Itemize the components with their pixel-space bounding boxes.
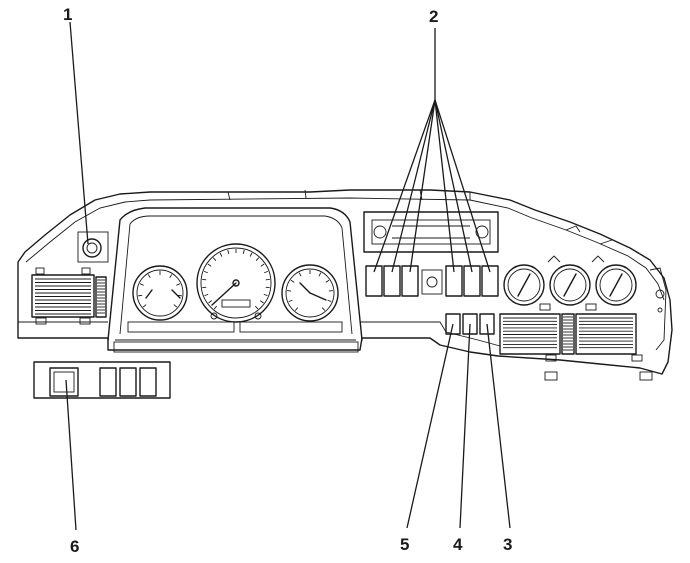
callout-3: 3 [503,535,512,554]
gauge-tick [176,284,180,286]
gauge-tick [264,271,268,272]
radio-panel [364,212,498,252]
gauge-tick [261,264,264,266]
gauge-tick [255,306,258,309]
leader-6 [66,380,76,530]
gauge-tick [214,306,217,309]
leader-1 [70,22,88,244]
gauge-tick [291,280,294,282]
gauge-tick [228,250,229,254]
leader-2a [374,100,435,272]
left-vent-thumbwheel [96,277,106,317]
callout-2: 2 [429,7,438,26]
left-switch-panel [78,232,108,262]
right-air-vents [500,314,652,380]
gauge-tick [256,258,259,261]
gauge-tick [202,287,206,288]
callout-4: 4 [453,535,463,554]
speedometer [197,244,275,322]
gauge-tick [220,253,222,257]
gauge-tick [319,273,321,277]
tachometer [282,265,338,321]
upper-switch-bank [366,266,498,296]
left-air-vent [32,268,94,324]
gauge-tick [250,253,252,257]
left-gauge [133,266,187,320]
callout-5: 5 [400,535,409,554]
gauge-tick [289,300,293,301]
gauge-tick [213,258,216,261]
auxiliary-gauges [504,256,636,310]
gauge-tick [299,273,301,277]
gauge-tick [322,308,325,311]
leader-5 [407,324,453,528]
callout-1: 1 [63,5,72,24]
gauge-tick [266,287,270,288]
gauge-tick [204,271,208,272]
gauge-tick [140,284,144,286]
gauge-tick [326,280,329,282]
leader-4 [460,324,470,528]
gauge-tick [174,305,177,308]
instrument-cluster [108,208,362,352]
ignition-lamp-switch-icon [83,239,101,257]
gauge-tick [204,294,208,295]
gauge-tick [148,274,150,277]
gauge-tick [208,264,211,266]
gauge-tick [143,305,146,308]
leader-2d [435,100,454,272]
gauge-tick [138,295,142,296]
gauge-tick [208,301,211,303]
right-end-cap [650,268,666,350]
gauge-tick [170,274,172,277]
leader-2e [435,100,472,272]
gauge-tick [260,301,263,303]
callout-6: 6 [70,537,79,556]
gauge-tick [295,308,298,311]
gauge-tick [243,250,244,254]
separate-switch-panel [34,362,170,398]
gauge-tick [328,300,332,301]
callout-labels: 1 2 3 4 5 6 [63,5,512,556]
leader-2f [435,100,490,272]
gauge-tick [264,294,268,295]
